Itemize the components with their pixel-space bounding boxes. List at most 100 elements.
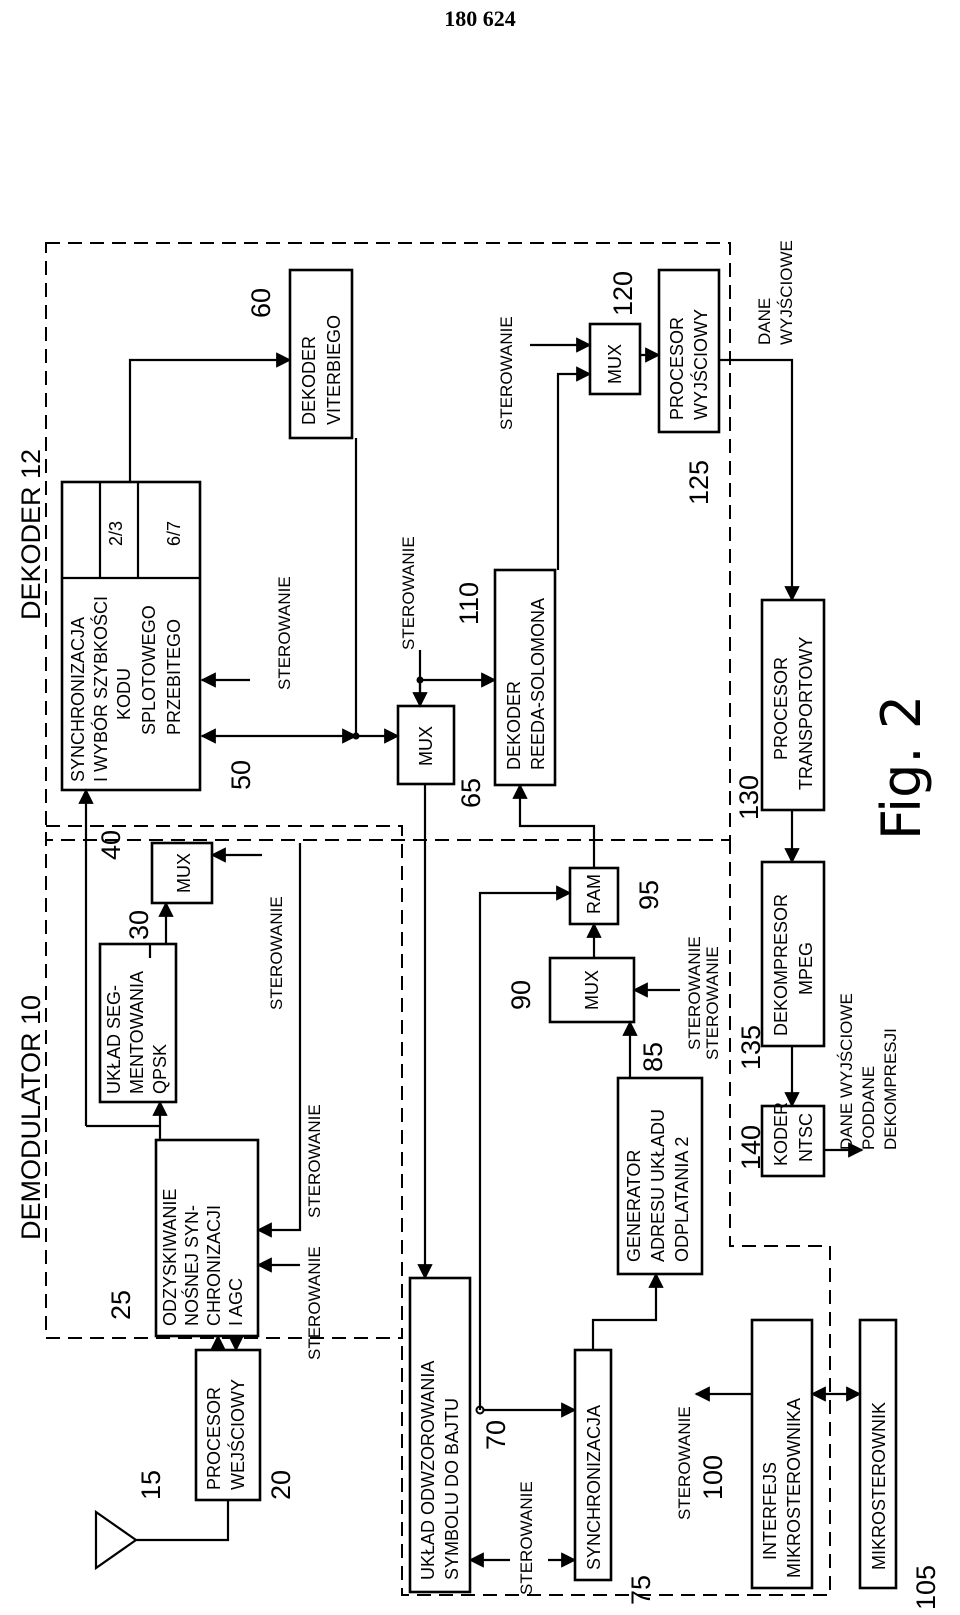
decompressed-label-1: DANE WYJŚCIOWE (837, 993, 856, 1150)
block-address-generator-line2: ADRESU UKŁADU (648, 1109, 668, 1262)
sync-rate-line4: SPLOTOWEGO (139, 605, 159, 735)
wire-sync-to-generator (591, 1272, 664, 1350)
decoder-group-extension (401, 840, 831, 1596)
ref-135: 135 (736, 1025, 766, 1070)
control-label-carrier-1: STEROWANIE (305, 1104, 324, 1218)
control-label-sync: STEROWANIE (275, 576, 294, 690)
ref-70: 70 (481, 1420, 511, 1450)
junction-viterbi (352, 732, 360, 740)
block-microcontroller (858, 1318, 898, 1590)
control-label-mux40: STEROWANIE (267, 896, 286, 1010)
rate-cell-6-7: 6/7 (164, 521, 184, 546)
control-label-carrier-2: STEROWANIE (305, 1246, 324, 1360)
block-transport-processor-line2: TRANSPORTOWY (796, 637, 816, 790)
antenna-icon (94, 1500, 230, 1571)
ref-110: 110 (454, 582, 484, 625)
ref-140: 140 (736, 1125, 766, 1170)
block-mpeg-line1: DEKOMPRESOR (771, 894, 791, 1036)
block-mux-65-label: MUX (416, 726, 436, 766)
block-reed-solomon-line2: REEDA-SOLOMONA (528, 598, 548, 770)
block-ntsc-line1: KODER (771, 1102, 791, 1166)
demodulator-group-label: DEMODULATOR 10 (16, 995, 46, 1240)
block-micro-interface-line1: INTERFEJS (760, 1462, 780, 1560)
control-label-mux65: STEROWANIE (399, 536, 418, 650)
ref-15: 15 (136, 1470, 166, 1500)
ref-75: 75 (626, 1575, 656, 1605)
block-ntsc-line2: NTSC (796, 1113, 816, 1162)
block-mpeg (760, 860, 826, 1048)
block-synchronization-label: SYNCHRONIZACJA (584, 1405, 604, 1570)
block-microcontroller-label: MIKROSTEROWNIK (869, 1402, 889, 1570)
ref-100: 100 (698, 1455, 728, 1500)
control-label-ram: STEROWANIE (703, 946, 722, 1060)
wire-viterbi-to-mux65 (354, 438, 400, 744)
ref-50: 50 (226, 760, 256, 790)
block-address-generator-line3: ODPLATANIA 2 (672, 1137, 692, 1262)
wire-ram-to-reed (512, 783, 596, 868)
ref-90: 90 (506, 980, 536, 1010)
output-data-label-1: DANE (755, 298, 774, 345)
block-viterbi-line1: DEKODER (299, 336, 319, 425)
control-label-mapper: STEROWANIE (517, 1481, 536, 1595)
block-reed-solomon-line1: DEKODER (504, 681, 524, 770)
block-carrier-recovery (154, 1138, 260, 1338)
ref-30: 30 (124, 910, 154, 940)
block-micro-interface-line2: MIKROSTEROWNIKA (784, 1398, 804, 1578)
block-mux-40-label: MUX (174, 853, 194, 893)
block-viterbi (288, 268, 354, 440)
block-input-processor-line1: PROCESOR (204, 1387, 224, 1490)
block-input-processor (194, 1348, 262, 1502)
decoder-group-label: DEKODER 12 (16, 449, 46, 620)
block-mux-120 (588, 322, 642, 396)
block-input-processor-line2: WEJŚCIOWY (227, 1379, 248, 1490)
block-symbol-mapper-line2: SYMBOLU DO BAJTU (442, 1398, 462, 1580)
block-micro-interface (750, 1318, 814, 1590)
sync-rate-line3: KODU (114, 668, 134, 720)
block-qpsk-segmenter-line2: MENTOWANIA (127, 971, 147, 1094)
ref-130: 130 (734, 775, 764, 820)
sync-rate-line1: SYNCHRONIZACJA (68, 617, 88, 782)
block-mux-40 (150, 841, 214, 905)
block-symbol-mapper-line1: UKŁAD ODWZOROWANIA (418, 1361, 438, 1580)
block-carrier-recovery-line4: I AGC (226, 1278, 246, 1326)
sync-rate-line2: I WYBÓR SZYBKOŚCI (90, 596, 111, 782)
block-carrier-recovery-line1: ODZYSKIWANIE (160, 1189, 180, 1326)
ref-85: 85 (638, 1042, 668, 1072)
block-viterbi-line2: VITERBIEGO (324, 315, 344, 425)
block-synchronization (573, 1348, 613, 1582)
ref-95: 95 (634, 880, 664, 910)
block-qpsk-segmenter-line3: QPSK (150, 1044, 170, 1094)
wire-mux65-to-reed (418, 672, 497, 706)
wire-mapper-to-ram (478, 885, 572, 1410)
output-data-label-2: WYJŚCIOWE (777, 240, 796, 345)
block-output-processor-line2: WYJŚCIOWY (690, 309, 711, 420)
block-qpsk-segmenter (98, 942, 178, 1104)
sync-rate-line5: PRZEBITEGO (164, 619, 184, 735)
ref-40: 40 (96, 830, 126, 860)
block-output-processor (657, 268, 721, 434)
block-mux-120-label: MUX (605, 344, 625, 384)
wire-outproc-to-transport (719, 358, 800, 602)
wire-ctl-to-carrier-2 (256, 843, 302, 1238)
wire-reed-to-mux120 (556, 366, 592, 570)
block-carrier-recovery-line2: NOŚNEJ SYN- (181, 1205, 202, 1326)
ref-105: 105 (911, 1565, 941, 1610)
ref-125: 125 (684, 460, 714, 505)
block-carrier-recovery-line3: CHRONIZACJI (204, 1205, 224, 1326)
control-label-mux120: STEROWANIE (497, 316, 516, 430)
ref-60: 60 (246, 288, 276, 318)
block-output-processor-line1: PROCESOR (667, 317, 687, 420)
ref-65: 65 (456, 778, 486, 808)
block-mux-90 (548, 956, 636, 1024)
rate-cell-2-3: 2/3 (106, 521, 126, 546)
block-qpsk-segmenter-line1: UKŁAD SEG- (104, 985, 124, 1094)
block-reed-solomon (493, 568, 557, 787)
ref-20: 20 (266, 1470, 296, 1500)
page-number: 180 624 (444, 6, 516, 31)
block-mpeg-line2: MPEG (796, 942, 816, 995)
wire-sync-to-viterbi (128, 352, 292, 482)
decompressed-label-3: DEKOMPRESJI (881, 1028, 900, 1150)
decompressed-label-2: PODDANE (859, 1066, 878, 1150)
block-address-generator-line1: GENERATOR (624, 1150, 644, 1262)
